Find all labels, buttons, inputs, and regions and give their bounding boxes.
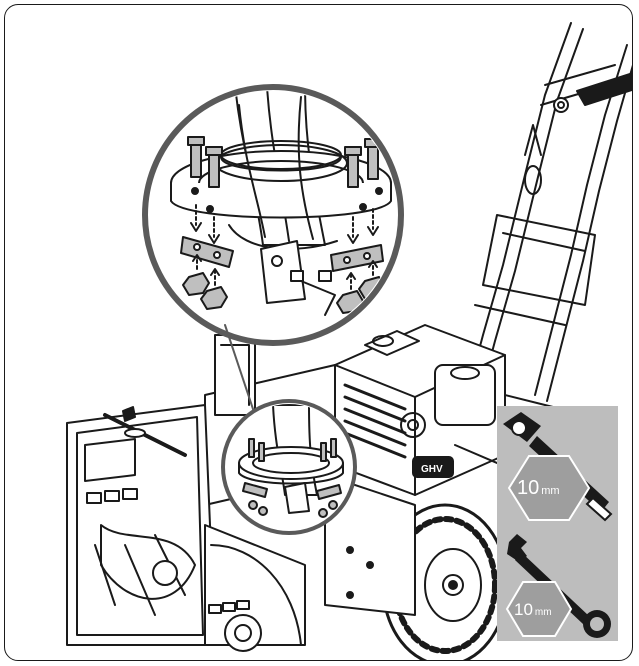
tools-graphic (503, 412, 613, 638)
ratchet-size-unit: mm (541, 485, 560, 497)
instruction-frame: GHV (4, 4, 633, 661)
callout-connector (224, 324, 256, 416)
ratchet-size-value: 10 (517, 477, 540, 499)
size-hex-badge-1 (507, 455, 591, 521)
size-hex-badge-2 (505, 581, 573, 637)
handle-grip (553, 72, 632, 113)
snowblower-assembly-illustration: GHV (66, 22, 632, 660)
small-detail-callout (221, 399, 357, 535)
auger-housing (66, 404, 306, 652)
chute-base (214, 334, 256, 416)
engine-brand-label: GHV (421, 464, 443, 475)
large-detail-callout (142, 84, 404, 346)
wrench-size-value: 10 (514, 600, 533, 619)
wrench-size-unit: mm (534, 607, 552, 618)
